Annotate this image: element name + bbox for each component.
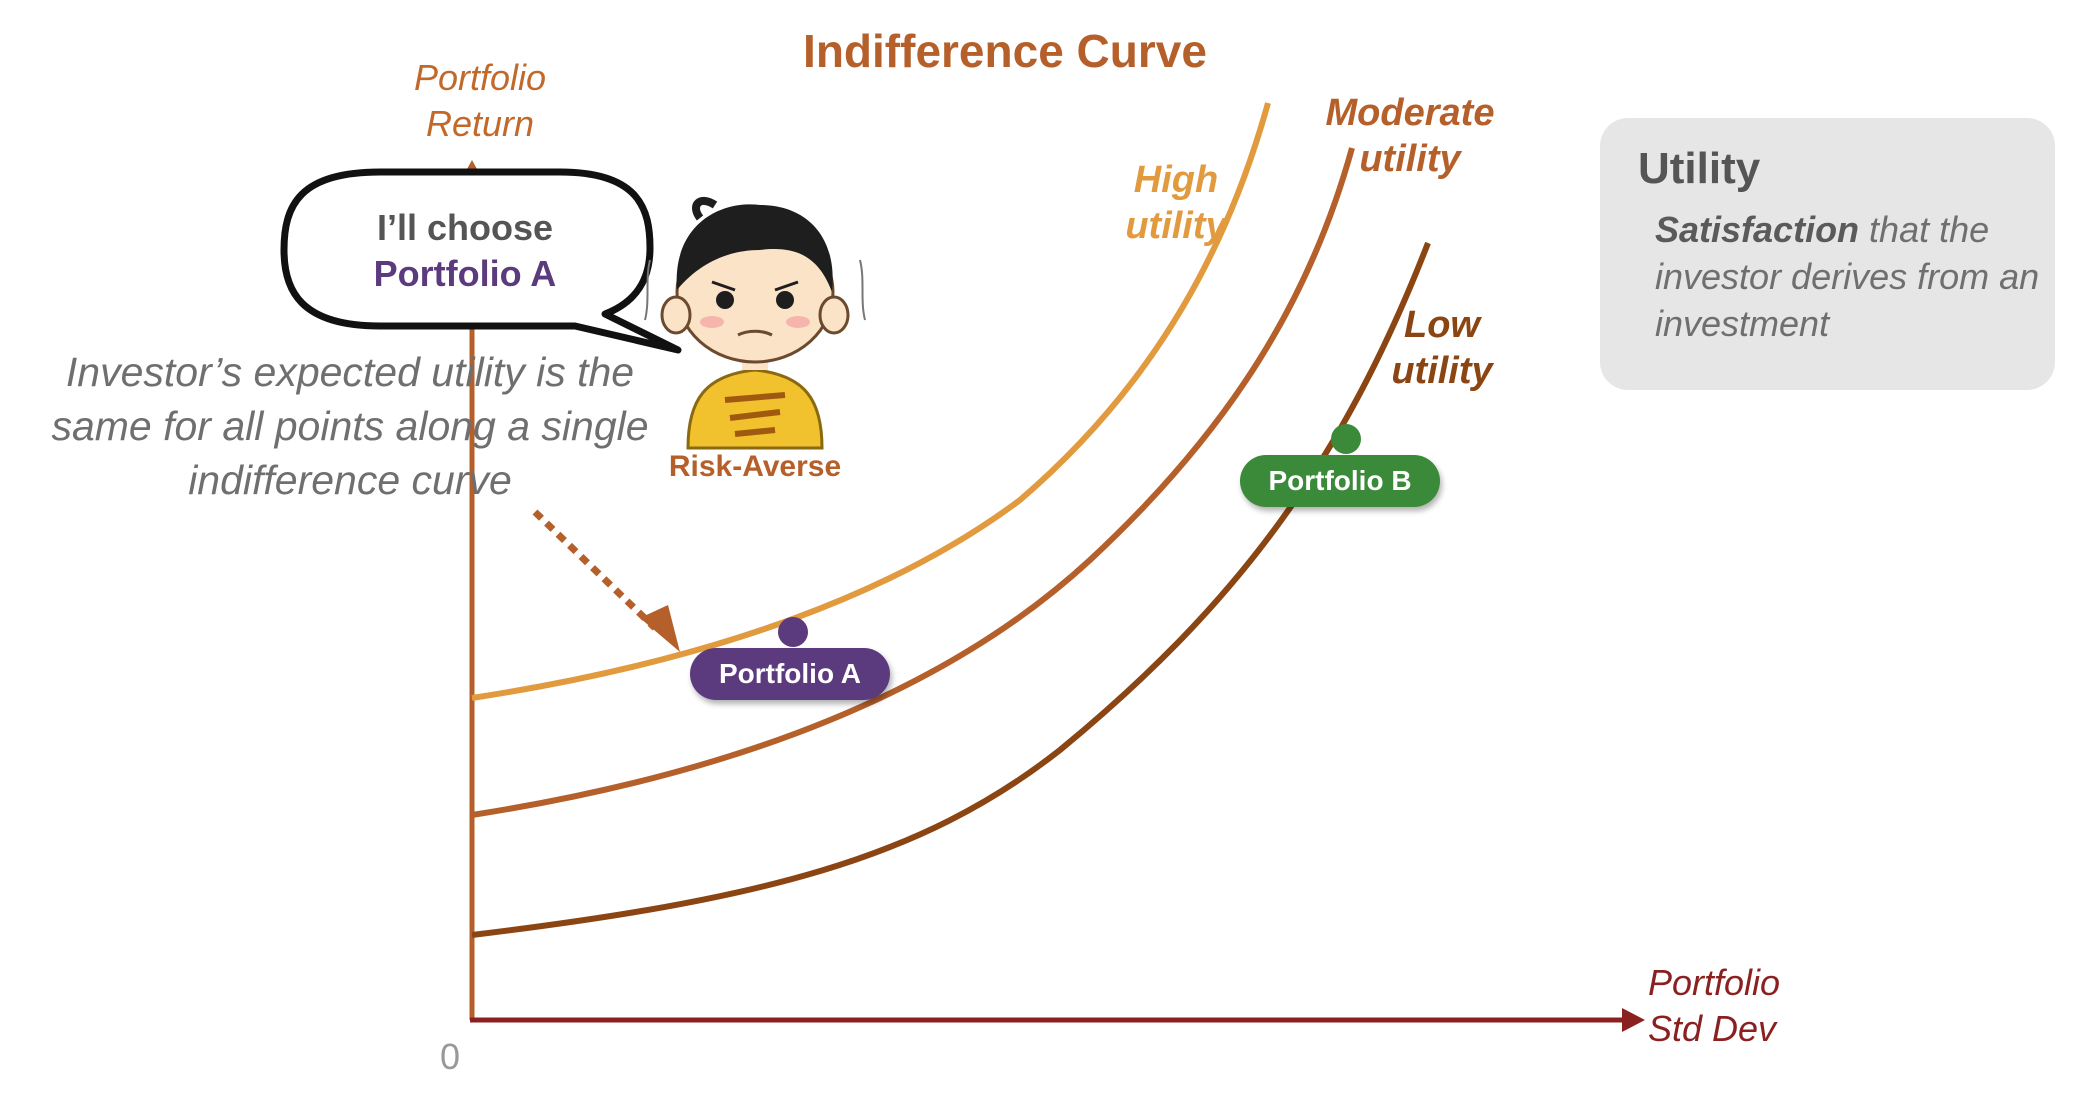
high-utility-label-line1: High	[1133, 159, 1219, 201]
speech-bubble	[280, 168, 682, 354]
low-utility-label-line2: utility	[1391, 350, 1493, 392]
portfolio-b-point[interactable]	[1331, 424, 1361, 454]
y-axis-label-line1: Portfolio	[413, 57, 547, 98]
moderate-utility-label: Moderate utility	[1300, 90, 1520, 182]
moderate-utility-label-line1: Moderate	[1325, 92, 1495, 134]
y-axis-label: Portfolio Return	[370, 55, 590, 147]
indifference-note: Investor’s expected utility is the same …	[51, 349, 649, 503]
note-pointer-arrow	[532, 509, 658, 631]
curve-high-utility	[471, 102, 1271, 701]
portfolio-a-point[interactable]	[778, 617, 808, 647]
low-utility-label: Low utility	[1352, 302, 1532, 394]
portfolio-b-badge[interactable]: Portfolio B	[1240, 455, 1440, 507]
x-axis-arrowhead	[1622, 1008, 1645, 1032]
speech-line2: Portfolio A	[373, 253, 557, 294]
speech-bubble-text: I’ll choose Portfolio A	[290, 205, 640, 297]
utility-box-title: Utility	[1638, 144, 1761, 193]
speech-line1: I’ll choose	[376, 207, 554, 248]
utility-box-description-text: that the investor derives from an invest…	[1655, 209, 2040, 344]
x-axis-label-line2: Std Dev	[1648, 1008, 1777, 1049]
utility-box-description: Satisfaction that the investor derives f…	[1655, 206, 2045, 347]
note-pointer-arrowhead	[640, 605, 680, 652]
x-axis-label: Portfolio Std Dev	[1648, 960, 1868, 1052]
x-axis-label-line1: Portfolio	[1648, 962, 1781, 1003]
high-utility-label: High utility	[1066, 157, 1286, 249]
utility-definition-box: Utility Satisfaction that the investor d…	[1600, 118, 2055, 390]
risk-averse-investor-figure	[644, 196, 866, 450]
curve-moderate-utility	[471, 147, 1355, 818]
low-utility-label-line1: Low	[1404, 304, 1480, 346]
diagram-title: Indifference Curve	[803, 25, 1207, 77]
y-axis-label-line2: Return	[425, 103, 535, 144]
utility-box-term: Satisfaction	[1655, 209, 1860, 250]
origin-label: 0	[440, 1036, 461, 1077]
investor-type-label: Risk-Averse	[668, 450, 842, 483]
portfolio-a-badge[interactable]: Portfolio A	[690, 648, 890, 700]
high-utility-label-line2: utility	[1125, 205, 1227, 247]
moderate-utility-label-line2: utility	[1359, 138, 1461, 180]
